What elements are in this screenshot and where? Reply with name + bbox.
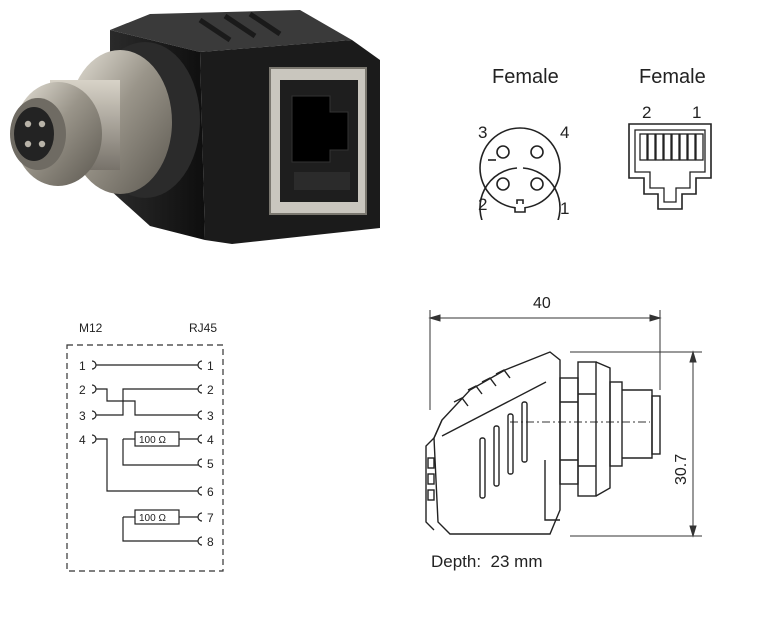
rj45-wire-pin-5: 5 (207, 457, 214, 471)
m12-face (14, 107, 54, 161)
m12-wire-pin-1: 1 (79, 359, 86, 373)
rj45-wire-pin-6: 6 (207, 485, 214, 499)
wiring-header-rj45: RJ45 (189, 321, 217, 335)
dimension-height: 30.7 (673, 454, 690, 485)
resistor-2 (134, 509, 180, 525)
m12-face-label: Female (492, 66, 559, 88)
depth-note: Depth: 23 mm (431, 552, 543, 572)
rj45-face-pin-1: 1 (692, 103, 701, 122)
rj45-face-pin-2: 2 (642, 103, 651, 122)
m12-pin-1: 1 (560, 199, 569, 218)
connector-outline (425, 351, 661, 535)
m12-contacts (24, 120, 46, 148)
wiring-header-m12: M12 (79, 321, 103, 335)
rj45-face-label: Female (639, 66, 706, 88)
wiring-diagram: M12 RJ45 1 2 3 4 1 2 3 4 5 6 7 8 (66, 321, 224, 572)
resistor-1 (134, 431, 180, 447)
product-photo (10, 10, 380, 244)
m12-wire-pin-2: 2 (79, 383, 86, 397)
depth-label: Depth: (431, 552, 482, 571)
m12-wire-pin-4: 4 (79, 433, 86, 447)
rj45-wire-pin-2: 2 (207, 383, 214, 397)
rj45-wire-pin-1: 1 (207, 359, 214, 373)
m12-pin-3: 3 (478, 123, 487, 142)
rj45-contacts (639, 133, 704, 161)
rj45-wire-pin-7: 7 (207, 511, 214, 525)
rj45-wire-pin-8: 8 (207, 535, 214, 549)
resistor-1-label: 100 Ω (139, 435, 166, 446)
wiring-lines (91, 360, 203, 546)
rj45-wire-pin-3: 3 (207, 409, 214, 423)
m12-pin-face: 3 4 2 1 (478, 123, 569, 220)
depth-value: 23 mm (490, 552, 543, 571)
dimension-width: 40 (533, 295, 551, 312)
dimension-drawing: 40 30.7 (425, 295, 702, 538)
m12-wire-pin-3: 3 (79, 409, 86, 423)
m12-pin-2: 2 (478, 195, 487, 214)
rj45-wire-pin-4: 4 (207, 433, 214, 447)
rj45-pin-face: 2 1 (628, 103, 712, 210)
housing-ribs (198, 11, 282, 43)
housing-top (110, 10, 352, 52)
wiring-border (66, 344, 224, 572)
resistor-2-label: 100 Ω (139, 513, 166, 524)
m12-pin-4: 4 (560, 123, 569, 142)
dimension-lines (428, 310, 702, 538)
